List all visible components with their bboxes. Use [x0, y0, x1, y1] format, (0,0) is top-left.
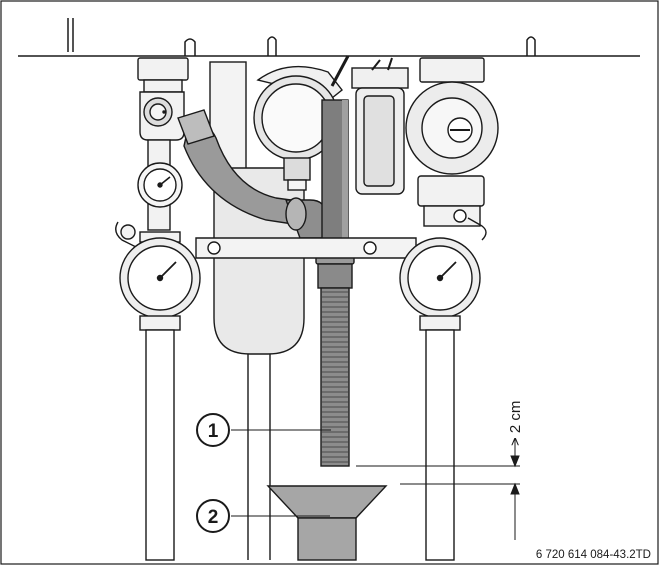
- drain-hose: [315, 99, 355, 467]
- figure-reference-code: 6 720 614 084-43.2TD: [536, 549, 651, 561]
- right-pump-assembly: [399, 57, 499, 561]
- boiler-base-panel: [18, 18, 640, 57]
- condensate-siphon: [162, 61, 327, 560]
- dimension-label: > 2 cm: [507, 401, 524, 446]
- sensor-block: [195, 57, 417, 259]
- center-fitting: [253, 55, 350, 191]
- callout-2: 2: [196, 499, 330, 533]
- left-valve-assembly: [115, 57, 201, 561]
- callout-1: 1: [196, 413, 331, 447]
- drain-funnel: [266, 485, 388, 561]
- callout-1-number: 1: [208, 421, 219, 442]
- dimension-marker: [356, 438, 520, 540]
- callout-2-number: 2: [208, 507, 219, 528]
